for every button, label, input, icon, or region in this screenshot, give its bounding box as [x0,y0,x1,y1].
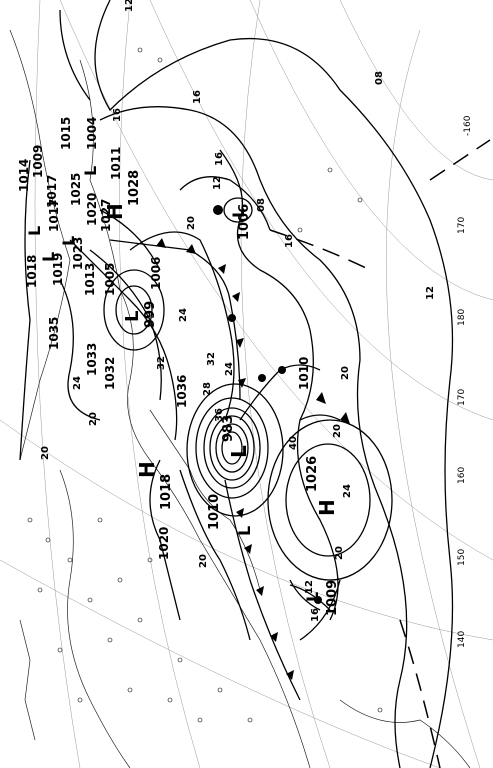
isotach-label: 08 [256,198,267,212]
center-value-3: 999 [143,301,158,328]
isotach-label: 20 [186,216,197,230]
center-value-2: 1026 [305,456,320,492]
pressure-value: 1036 [175,375,189,408]
pressure-value: 1014 [17,159,31,192]
center-letter-11: L [81,166,100,176]
isotach-label: 24 [224,362,235,376]
longitude-label: 180 [457,309,467,326]
pressure-value: 1017 [47,199,61,232]
isotach-label: 32 [156,356,167,370]
pressure-value: 1005 [103,263,117,296]
pressure-value: 1010 [297,357,311,390]
pressure-value: 1004 [85,117,99,150]
pressure-centers: H 1028 H 1018 H 1026 L 999 L 983 L 1006 … [25,166,340,616]
isotach-label: 24 [72,376,83,390]
isotach-label: 16 [284,234,295,248]
isotach-label: 16 [214,152,225,166]
center-letter-3: L [122,311,143,322]
isotach-label: 40 [288,436,299,450]
longitude-labels: -160 170 180 170 160 150 140 [457,115,473,648]
isotach-label: 20 [40,446,51,460]
center-value-0: 1028 [127,170,142,206]
pressure-values: 1004 1009 1011 1013 1014 1015 1017 1018 … [17,117,311,560]
isotach-label: 24 [178,308,189,322]
station-plots [27,47,383,723]
isotach-label: 08 [374,71,385,85]
isotach-label: 32 [206,352,217,366]
longitude-label: -160 [463,115,473,136]
center-letter-0: H [103,203,127,220]
center-letter-9: L [25,226,44,236]
pressure-value: 1009 [31,145,45,178]
center-value-7: 1009 [325,580,340,616]
isotach-label: 16 [112,108,123,122]
isotach-label: 16 [310,608,321,622]
longitude-label: 170 [457,389,467,406]
center-letter-5: L [229,208,248,218]
isotach-label: 12 [304,580,315,594]
center-letter-8: L [39,252,58,262]
pressure-value: 1027 [99,199,113,232]
longitude-label: 170 [457,217,467,234]
center-value-9: 1017 [45,175,59,208]
isotach-label: 12 [212,176,223,190]
pressure-value: 1035 [47,317,61,350]
pressure-value: 1011 [109,147,123,180]
longitude-label: 140 [457,631,467,648]
isotach-label: 24 [342,484,353,498]
center-value-11: 1025 [69,173,83,206]
center-letter-6: L [235,526,254,536]
center-value-8: 1019 [51,253,65,286]
fronts [109,205,350,701]
pressure-value: 1018 [25,255,39,288]
isotach-label: 36 [214,408,225,422]
isotach-label: 12 [124,0,135,12]
isotach-label: 12 [425,286,436,300]
pressure-value: 1015 [59,117,73,150]
center-letter-4: L [227,445,251,458]
center-letter-1: H [135,461,159,478]
center-value-6: 1010 [207,494,222,530]
isotach-label: 20 [334,546,345,560]
center-letter-7: L [303,592,322,602]
isotach-label: 20 [340,366,351,380]
pressure-value: 1013 [83,263,97,296]
center-value-5: 1006 [237,204,252,240]
pressure-value: 1020 [157,527,171,560]
center-letter-2: H [315,499,339,516]
center-value-4: 983 [221,415,236,442]
isotach-label: 16 [192,90,203,104]
center-value-1: 1018 [159,474,174,510]
pressure-value: 1033 [85,343,99,376]
longitude-label: 150 [457,549,467,566]
pressure-value: 1020 [85,193,99,226]
pressure-value: 1032 [103,357,117,390]
longitude-label: 160 [457,467,467,484]
isotach-label: 28 [202,382,213,396]
pressure-value: 1006 [149,257,163,290]
coastline [9,29,471,768]
isotach-labels: 12 12 12 08 08 16 16 16 16 20 20 20 20 2… [40,0,436,622]
isotach-label: 20 [332,424,343,438]
center-value-10: 1023 [71,237,85,270]
isotach-label: 20 [88,412,99,426]
isobars [19,0,491,768]
center-letter-10: L [59,236,78,246]
isotach-label: 20 [198,554,209,568]
